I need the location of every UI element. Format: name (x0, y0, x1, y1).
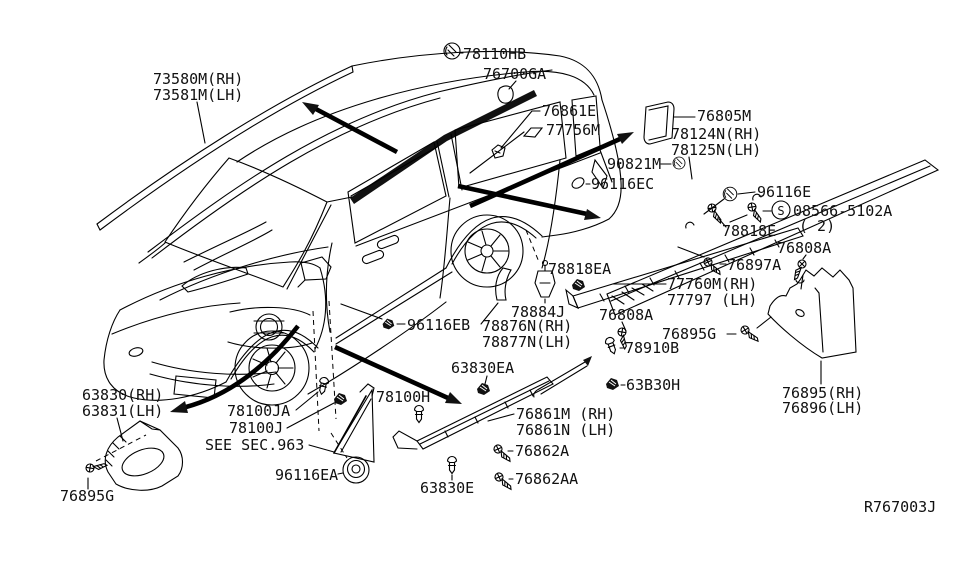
label-78818EA: 78818EA (548, 260, 611, 278)
label-76700GA: 76700GA (483, 65, 546, 83)
fastener-icons: S (83, 42, 807, 490)
label-96116EB: 96116EB (407, 316, 470, 334)
label-76861E: 76861E (542, 102, 596, 120)
label-96116EC: 96116EC (591, 175, 654, 193)
screw-76897A-icon (701, 256, 725, 275)
nissan-emblem (253, 313, 285, 341)
pin-78100H-icon (413, 404, 425, 424)
label-76862A: 76862A (515, 442, 569, 460)
roof-molding-highlight (350, 90, 537, 204)
roof-end-cap-part (497, 85, 514, 104)
clip-77756M-icon (522, 127, 544, 138)
label-see-sec-963: SEE SEC.963 (205, 436, 304, 454)
label-63831-LH: 63831(LH) (82, 402, 163, 420)
screw-76862A-icon (491, 443, 515, 462)
clip-78818EA-icon (571, 278, 586, 292)
label-78125N-LH: 78125N(LH) (671, 141, 761, 159)
clip-63830EA-icon (476, 382, 491, 396)
label-qty-2: ( 2) (799, 217, 835, 235)
label-78884J: 78884J (511, 303, 565, 321)
quarter-seal-part (643, 101, 675, 145)
label-76895G-right: 76895G (662, 325, 716, 343)
rear-wheel (450, 214, 524, 288)
label-78100J: 78100J (229, 419, 283, 437)
label-90821M: 90821M (607, 155, 661, 173)
label-78876N-RH: 78876N(RH) (482, 317, 572, 335)
body-side-welt-part (565, 227, 804, 310)
label-76861M-RH: 76861M (RH) (516, 405, 615, 423)
label-78818E: 78818E (722, 222, 776, 240)
part-labels: 73580M(RH) 73581M(LH) 78110HB 76700GA 76… (60, 45, 936, 516)
clip-63B30H-icon (605, 377, 620, 391)
label-63830-RH: 63830(RH) (82, 386, 163, 404)
right-mud-flap-part (767, 267, 857, 359)
drawing-reference-code: R767003J (864, 498, 936, 516)
leader-lines (87, 52, 822, 490)
oval-grommet-96116EC-icon (571, 177, 585, 189)
pin-78100JA-icon (316, 376, 330, 396)
label-78124N-RH: 78124N(RH) (671, 125, 761, 143)
label-63830E: 63830E (420, 479, 474, 497)
label-73581M-LH: 73581M(LH) (153, 86, 243, 104)
door-handle (376, 234, 400, 250)
label-08566-5102A: 08566-5102A (793, 202, 892, 220)
label-76808A-right: 76808A (777, 239, 831, 257)
front-wheel (234, 330, 310, 406)
s-mark-text: S (777, 204, 784, 218)
label-63830EA: 63830EA (451, 359, 514, 377)
label-76895-RH: 76895(RH) (782, 384, 863, 402)
label-76808A-left: 76808A (599, 306, 653, 324)
label-77797-LH: 77797 (LH) (667, 291, 757, 309)
label-78110HB: 78110HB (463, 45, 526, 63)
door-handle (361, 249, 385, 265)
s-circle-icon: S (771, 200, 791, 220)
fender-protector-part (495, 267, 512, 301)
screw-76808A-right-icon (793, 259, 807, 281)
label-76861N-LH: 76861N (LH) (516, 421, 615, 439)
label-76805M: 76805M (697, 107, 751, 125)
screw-76862AA-icon (492, 471, 516, 490)
pointer-arrows (170, 102, 634, 413)
label-78100JA: 78100JA (227, 402, 290, 420)
left-mud-guard-part (104, 420, 184, 491)
grommet-78110HB-icon (443, 42, 461, 60)
clip-78910B-icon (603, 335, 620, 356)
label-76897A: 76897A (727, 256, 781, 274)
label-96116E: 96116E (757, 183, 811, 201)
exploded-parts (104, 85, 940, 491)
grommet-96116EB-icon (382, 318, 395, 330)
label-77756M: 77756M (546, 121, 600, 139)
rear-quarter-molding-part (606, 159, 940, 316)
welt-end-strip-part (533, 356, 592, 398)
clip-78100J-icon (333, 392, 348, 406)
sill-molding-part (392, 376, 554, 450)
side-mirror (297, 256, 332, 288)
clip-63830E-icon (446, 455, 458, 475)
label-76862AA: 76862AA (515, 470, 578, 488)
screw-08566-icon (743, 200, 768, 223)
ring-96116EA-icon (342, 456, 370, 484)
label-76896-LH: 76896(LH) (782, 399, 863, 417)
label-77760M-RH: 77760M(RH) (667, 275, 757, 293)
label-63B30H: 63B30H (626, 376, 680, 394)
label-96116EA: 96116EA (275, 466, 338, 484)
label-78910B: 78910B (625, 339, 679, 357)
label-78100H: 78100H (376, 388, 430, 406)
screw-76895G-left-icon (83, 455, 108, 477)
sensor-bracket-part (534, 259, 556, 298)
label-76895G-left: 76895G (60, 487, 114, 505)
grommet-96116E-icon (722, 186, 738, 202)
roof-drip-molding-part (96, 65, 354, 231)
label-73580M-RH: 73580M(RH) (153, 70, 243, 88)
label-78877N-LH: 78877N(LH) (482, 333, 572, 351)
